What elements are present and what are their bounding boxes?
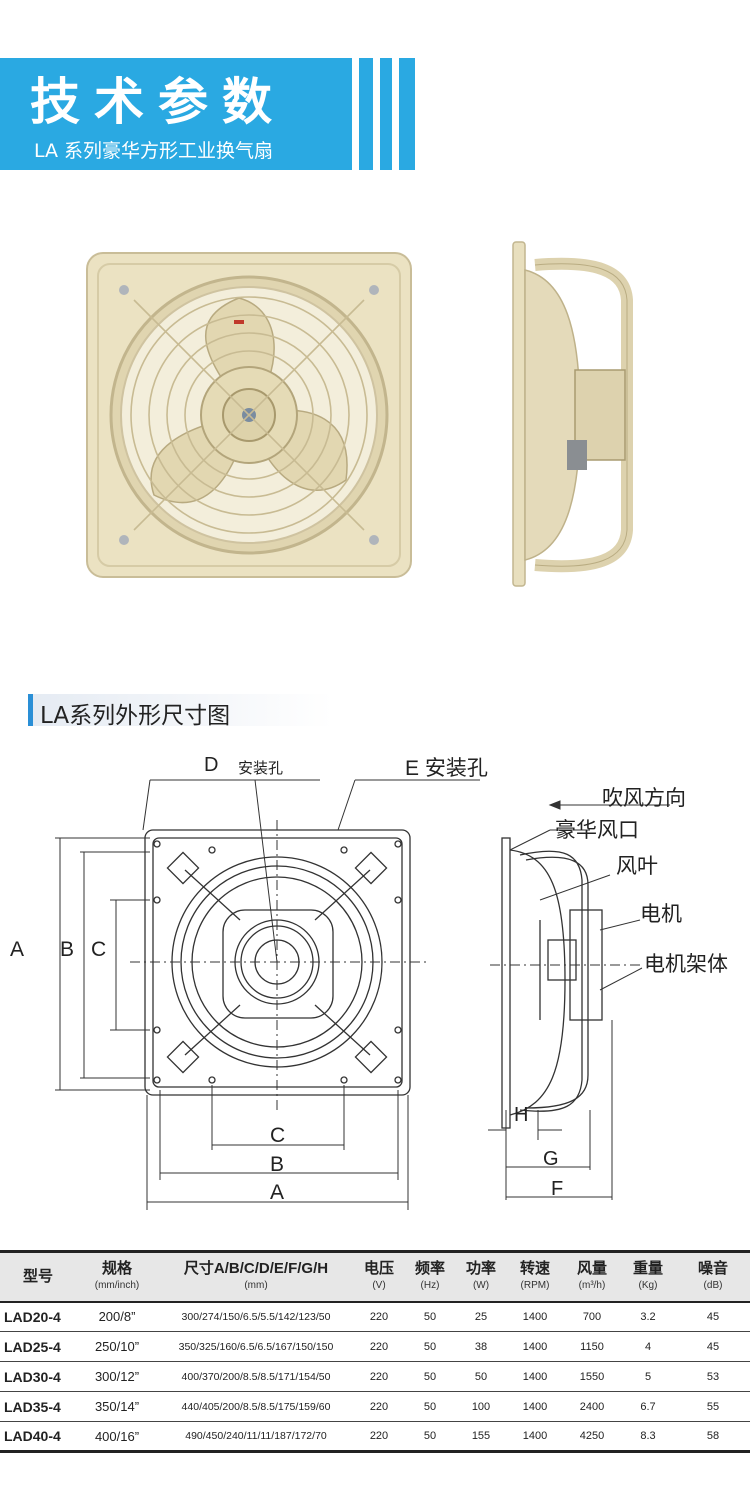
cell-size: 250/10” [94,1339,140,1354]
label-c-bottom: C [270,1124,286,1147]
cell-size: 200/8” [98,1309,136,1325]
label-b: B [60,938,75,961]
section-title: LA系列外形尺寸图 [40,703,231,729]
cell-size: 400/16” [94,1428,140,1444]
label-c: C [91,938,107,961]
header-voltage: 电压(V) [363,1259,394,1291]
label-motor: 电机 [640,903,682,926]
cell-weight: 8.3 [640,1430,656,1442]
header-airflow: 风量(m³/h) [576,1259,607,1291]
cell-noise: 58 [706,1430,720,1442]
label-a: A [10,938,25,961]
cell-model: LAD40-4 [4,1428,61,1444]
table-row: LAD30-4 300/12” 400/370/200/8.5/8.5/171/… [0,1362,750,1392]
cell-weight: 3.2 [640,1310,656,1323]
cell-voltage: 220 [369,1310,389,1323]
fan-side-photo [512,241,633,587]
cell-rpm: 1400 [522,1340,548,1353]
header-weight: 重量(Kg) [632,1259,663,1291]
cell-size: 300/12” [94,1369,140,1384]
cell-power: 50 [474,1370,488,1383]
label-d: D [204,754,219,776]
cell-frequency: 50 [423,1340,437,1353]
cell-voltage: 220 [369,1430,389,1442]
cell-frequency: 50 [423,1400,437,1413]
label-wind-direction: 吹风方向 [602,787,686,810]
cell-dims: 490/450/240/11/11/187/172/70 [185,1430,327,1442]
cell-noise: 45 [706,1340,720,1353]
cell-size: 350/14” [94,1399,140,1414]
header-dims: 尺寸A/B/C/D/E/F/G/H(mm) [183,1259,329,1291]
table-row: LAD20-4 200/8” 300/274/150/6.5/5.5/142/1… [0,1302,750,1332]
header-model: 型号 [22,1268,53,1286]
cell-model: LAD35-4 [4,1398,61,1415]
label-d-hole: 安装孔 [238,760,284,777]
cell-airflow: 2400 [579,1400,605,1413]
front-dimension-drawing [55,779,480,1210]
label-outlet: 豪华风口 [555,819,639,842]
header-rpm: 转速(RPM) [519,1259,550,1291]
section-title-bar [28,694,33,726]
side-dimension-drawing [488,800,670,1200]
cell-weight: 5 [644,1370,652,1383]
label-a-bottom: A [270,1181,285,1204]
cell-dims: 440/405/200/8.5/8.5/175/159/60 [181,1400,331,1413]
cell-weight: 6.7 [640,1400,656,1413]
fan-front-photo [86,252,412,578]
cell-rpm: 1400 [522,1400,548,1413]
table-row: LAD35-4 350/14” 440/405/200/8.5/8.5/175/… [0,1392,750,1422]
label-f: F [551,1178,564,1200]
cell-rpm: 1400 [522,1310,548,1323]
cell-dims: 400/370/200/8.5/8.5/171/154/50 [181,1370,331,1383]
spec-table: 型号 规格(mm/inch) 尺寸A/B/C/D/E/F/G/H(mm) 电压(… [0,1250,750,1453]
label-motor-frame: 电机架体 [644,953,728,976]
cell-frequency: 50 [423,1430,437,1442]
header-frequency: 频率(Hz) [414,1259,445,1291]
cell-frequency: 50 [423,1370,437,1383]
cell-noise: 53 [706,1370,720,1383]
header-power: 功率(W) [465,1259,496,1291]
cell-noise: 55 [706,1400,720,1413]
header-spec: 规格(mm/inch) [94,1259,140,1291]
cell-voltage: 220 [369,1370,389,1383]
cell-model: LAD20-4 [4,1308,61,1325]
label-blade: 风叶 [616,855,658,878]
label-e-hole: E 安装孔 [405,757,488,780]
header-stripe [359,58,373,170]
cell-model: LAD25-4 [4,1338,61,1355]
cell-noise: 45 [706,1310,720,1323]
header-stripe [399,58,415,170]
cell-airflow: 700 [582,1310,602,1323]
table-header-row: 型号 规格(mm/inch) 尺寸A/B/C/D/E/F/G/H(mm) 电压(… [0,1251,750,1302]
label-h: H [514,1104,529,1126]
cell-model: LAD30-4 [4,1368,61,1385]
header-stripe [380,58,392,170]
cell-voltage: 220 [369,1400,389,1413]
page-subtitle: LA 系列豪华方形工业换气扇 [34,140,274,162]
cell-frequency: 50 [423,1310,437,1323]
cell-voltage: 220 [369,1340,389,1353]
cell-weight: 4 [644,1340,652,1353]
cell-rpm: 1400 [522,1370,548,1383]
cell-rpm: 1400 [522,1430,548,1442]
cell-power: 100 [471,1400,491,1413]
table-row: LAD25-4 250/10” 350/325/160/6.5/6.5/167/… [0,1332,750,1362]
table-row: LAD40-4 400/16” 490/450/240/11/11/187/17… [0,1422,750,1452]
cell-airflow: 1150 [580,1340,604,1353]
cell-power: 25 [474,1310,488,1323]
header-noise: 噪音(dB) [697,1259,728,1291]
cell-power: 155 [471,1430,491,1442]
cell-power: 38 [474,1340,488,1353]
label-g: G [543,1148,559,1170]
label-b-bottom: B [270,1153,285,1176]
cell-dims: 300/274/150/6.5/5.5/142/123/50 [181,1310,331,1323]
cell-airflow: 1550 [579,1370,605,1383]
header-banner: 技术参数 LA 系列豪华方形工业换气扇 [0,58,352,170]
cell-airflow: 4250 [579,1430,605,1442]
cell-dims: 350/325/160/6.5/6.5/167/150/150 [178,1340,334,1353]
page-title: 技术参数 [30,73,286,131]
section-title-bg [33,694,333,726]
